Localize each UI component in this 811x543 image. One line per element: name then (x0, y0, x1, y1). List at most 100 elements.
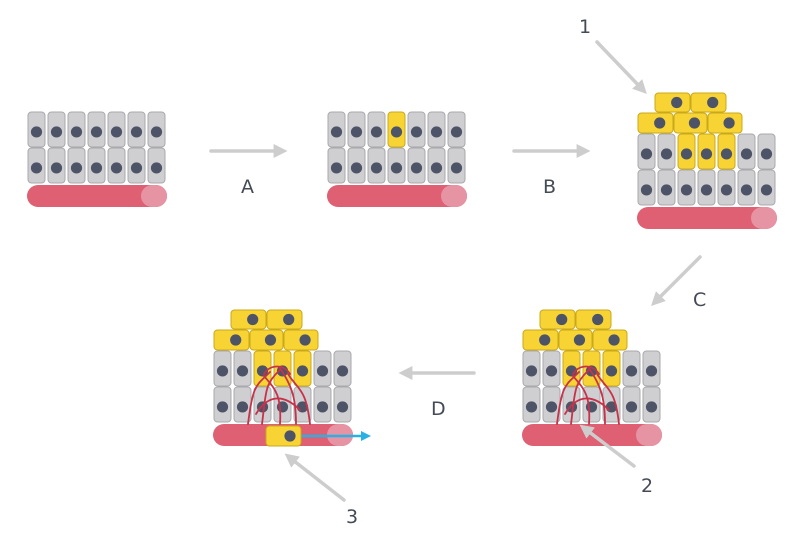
normal-cell (213, 386, 232, 423)
nucleus (410, 162, 423, 174)
nucleus (90, 162, 103, 174)
normal-cell (542, 350, 561, 387)
label-c: C (693, 289, 706, 311)
normal-cell (67, 147, 86, 184)
normal-cell (333, 386, 352, 423)
normal-cell (447, 111, 466, 148)
nucleus (720, 184, 733, 196)
nucleus (216, 401, 229, 413)
cancer-cell (592, 329, 628, 351)
normal-cell (637, 169, 656, 206)
normal-cell (697, 169, 716, 206)
normal-cell (313, 350, 332, 387)
circulating-cancer-cell (265, 425, 302, 447)
normal-cell (147, 147, 166, 184)
nucleus (50, 126, 63, 138)
normal-cell (657, 169, 676, 206)
nucleus (625, 365, 638, 377)
label-b: B (543, 176, 556, 198)
normal-cell (127, 111, 146, 148)
normal-cell (367, 147, 386, 184)
normal-cell (47, 111, 66, 148)
normal-cell (407, 111, 426, 148)
nucleus (390, 126, 403, 138)
normal-cell (67, 111, 86, 148)
normal-cell (522, 386, 541, 423)
cancer-cell (673, 112, 708, 134)
blood-vessel (27, 185, 167, 207)
normal-cell (622, 350, 641, 387)
normal-cell (642, 386, 661, 423)
callout-arrow-2 (579, 424, 636, 468)
nucleus (450, 162, 463, 174)
stage-normal-tissue (27, 111, 167, 207)
normal-cell (642, 350, 661, 387)
cancer-cell (230, 309, 267, 330)
nucleus (30, 126, 43, 138)
nucleus (284, 430, 296, 442)
nucleus (545, 401, 558, 413)
nucleus (605, 365, 618, 377)
nucleus (450, 126, 463, 138)
nucleus (350, 126, 363, 138)
normal-cell (677, 169, 696, 206)
cancer-cell (654, 92, 691, 113)
cancer-cell (558, 329, 593, 351)
nucleus (723, 117, 735, 129)
nucleus (150, 162, 163, 174)
normal-cell (757, 169, 776, 206)
nucleus (30, 162, 43, 174)
nucleus (760, 184, 773, 196)
normal-cell (622, 386, 641, 423)
nucleus (565, 365, 578, 377)
nucleus (316, 401, 329, 413)
nucleus (700, 148, 713, 160)
normal-cell (737, 169, 756, 206)
nucleus (130, 162, 143, 174)
normal-cell (637, 133, 656, 170)
cancer-cell (273, 350, 292, 387)
callout-label-1: 1 (579, 16, 591, 38)
normal-cell (147, 111, 166, 148)
normal-cell (27, 111, 46, 148)
cancer-cell (717, 133, 736, 170)
nucleus (760, 148, 773, 160)
callout-arrow-3 (284, 453, 346, 502)
normal-cell (87, 147, 106, 184)
callout-label-2: 2 (641, 475, 653, 497)
cancer-cell (575, 309, 612, 330)
nucleus (110, 162, 123, 174)
nucleus (700, 184, 713, 196)
cancer-cell (213, 329, 250, 351)
nucleus (110, 126, 123, 138)
cancer-cell (690, 92, 727, 113)
cancer-cell (677, 133, 696, 170)
nucleus (150, 126, 163, 138)
nucleus (654, 117, 666, 129)
normal-cell (427, 147, 446, 184)
nucleus (680, 148, 693, 160)
nucleus (539, 334, 551, 346)
nucleus (640, 184, 653, 196)
cancer-cell (522, 329, 559, 351)
normal-cell (327, 147, 346, 184)
cancer-cell (697, 133, 716, 170)
cancer-cell (582, 350, 601, 387)
nucleus (525, 365, 538, 377)
cancer-cell (602, 350, 621, 387)
normal-cell (87, 111, 106, 148)
nucleus (70, 126, 83, 138)
nucleus (556, 313, 568, 326)
nucleus (573, 334, 586, 346)
nucleus (336, 365, 349, 377)
nucleus (350, 162, 363, 174)
blood-vessel (637, 207, 777, 229)
nucleus (256, 365, 269, 377)
angiogenesis-vessels (247, 365, 311, 425)
nucleus (592, 313, 604, 326)
nucleus (370, 162, 383, 174)
nucleus (410, 126, 423, 138)
normal-cell (427, 111, 446, 148)
nucleus (660, 148, 673, 160)
normal-cell (737, 133, 756, 170)
